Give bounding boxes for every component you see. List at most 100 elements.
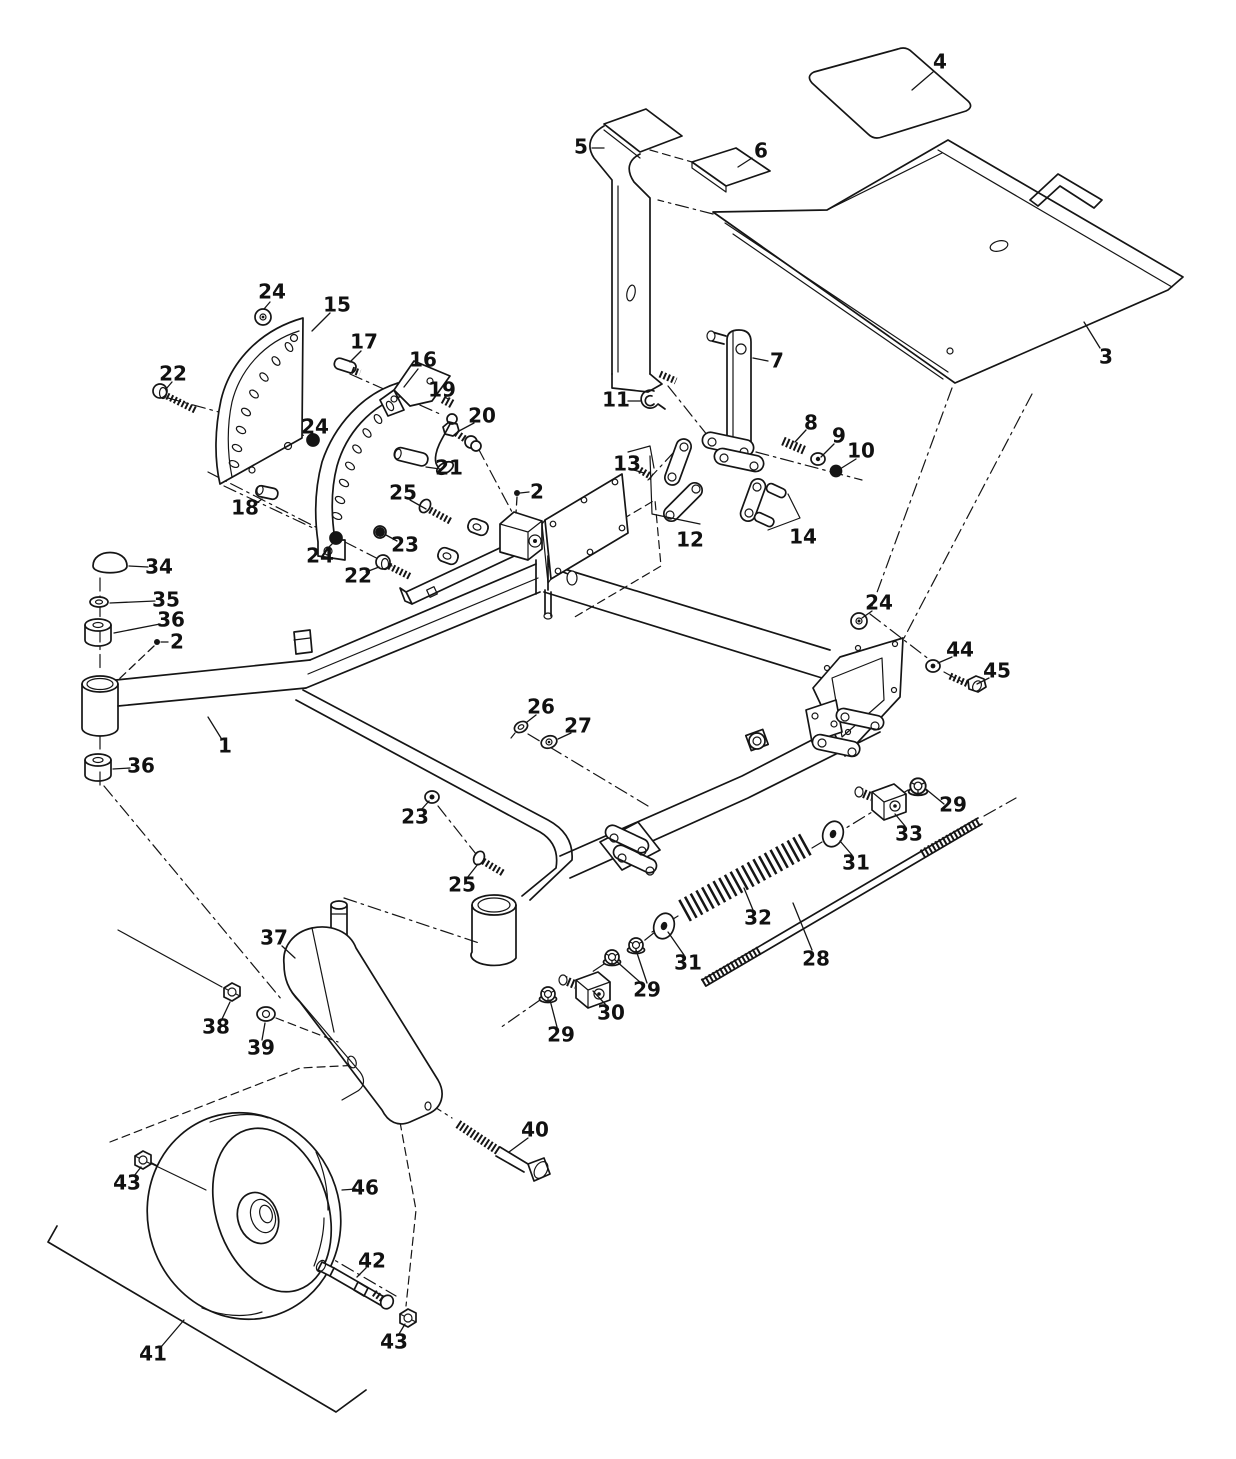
part-17-pin [333,357,362,377]
leader-8 [794,429,807,443]
leader-42 [356,1267,367,1278]
leader-29-3 [549,999,558,1028]
leader-18 [252,498,263,507]
callout-43: 43 [113,1171,141,1195]
callout-22: 22 [159,362,187,386]
part-37-caster-fork [283,900,443,1125]
leader-21 [425,466,441,470]
leader-4 [911,71,934,91]
callout-23: 23 [391,533,419,557]
callout-10: 10 [847,439,875,463]
part-25-bolt-lower [472,850,505,877]
callout-45: 45 [983,659,1011,683]
leader-25-2 [466,863,479,879]
part-46-wheel [146,1111,342,1321]
callout-17: 17 [350,330,378,354]
part-4-pad [808,47,972,139]
part-33-trunnion [855,784,906,820]
leader-1 [207,716,222,739]
part-39-washer [256,1006,339,1043]
leader-31-2 [667,931,685,956]
callout-29-2: 29 [633,978,661,1002]
callout-28: 28 [802,947,830,971]
leader-37 [281,945,296,959]
leader-23-2 [420,800,430,811]
part-45-bolt [948,672,987,693]
part-26-clip [510,720,529,739]
leader-43 [133,1166,142,1177]
part-5-pedal-arm [589,108,683,393]
part-43-nut-lower [399,1308,417,1328]
leader-36 [113,623,161,634]
part-24-washer-top [254,308,272,326]
leader-29 [926,789,945,805]
leader-29-2 [635,949,648,984]
callout-20: 20 [468,404,496,428]
leader-3 [1083,321,1101,349]
leader-15 [311,312,331,332]
part-2-hitch-block [399,511,578,620]
leader-10 [839,458,857,470]
callout-12: 12 [676,528,704,552]
callout-44: 44 [946,638,974,662]
leader-44 [937,656,953,664]
callout-40: 40 [521,1118,549,1142]
callout-36-2: 36 [127,754,155,778]
part-10-nut [829,464,843,478]
leader-24-2 [312,433,315,438]
leader-31 [839,840,853,856]
callout-29: 29 [939,793,967,817]
callout-24-3: 24 [306,544,334,568]
callout-41: 41 [139,1342,167,1366]
part-44-washer [925,659,941,673]
leader-36-2 [112,767,131,770]
leader-20 [458,422,475,432]
part-15-arc-plate [215,317,304,485]
leader-34 [128,565,149,568]
leader-41 [160,1319,185,1348]
callout-30: 30 [597,1001,625,1025]
callout-16: 16 [409,348,437,372]
callout-1: 1 [218,734,232,758]
callout-2: 2 [530,480,544,504]
leader-33 [894,813,906,827]
leader-23 [385,534,398,542]
part-22-bolt-lower [375,554,413,581]
leader-39 [261,1022,266,1041]
callout-32: 32 [744,906,772,930]
leader-40 [508,1137,529,1153]
callout-11: 11 [602,388,630,412]
leader-19 [444,396,449,400]
callout-5: 5 [574,135,588,159]
callout-dot-2 [514,490,520,496]
callout-26: 26 [527,695,555,719]
part-23-washer-lower [424,790,440,804]
part-18-pin [255,484,279,501]
callout-25: 25 [389,481,417,505]
callout-24-4: 24 [865,591,893,615]
part-12-linkage [649,438,704,525]
callout-18: 18 [231,496,259,520]
part-36-bushing-lower [84,753,112,782]
callout-6: 6 [754,139,768,163]
leader-16 [403,368,419,388]
part-35-washer [89,596,109,608]
callout-43-2: 43 [380,1330,408,1354]
leader-line-43 [151,1163,207,1191]
callout-15: 15 [323,293,351,317]
leader-line-38 [117,929,223,988]
leader-24-4 [861,610,873,619]
part-25-bolt-upper [418,498,454,526]
leader-2-2 [116,645,155,682]
leader-13 [633,469,645,474]
callout-8: 8 [804,411,818,435]
leader-6 [737,157,753,168]
leader-24-3 [325,542,334,551]
callout-42: 42 [358,1249,386,1273]
part-29-nut-d [538,986,558,1004]
part-14-linkage [739,478,801,531]
callout-25-2: 25 [448,873,476,897]
leader-30 [592,990,607,1006]
